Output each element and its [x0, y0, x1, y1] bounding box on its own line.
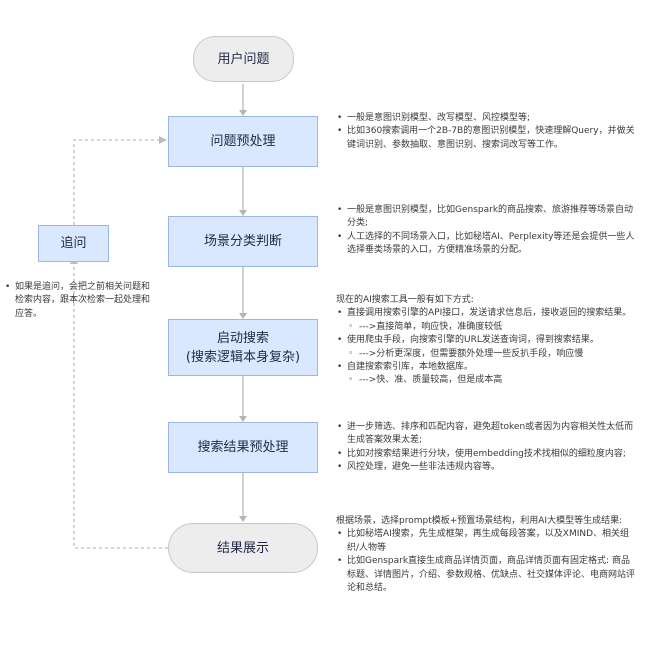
- note-item: 进一步筛选、排序和匹配内容，避免超token或者因为内容相关性太低而生成答案效果…: [336, 421, 636, 448]
- node-scene-classification-label: 场景分类判断: [203, 234, 282, 249]
- note-item: 如果是追问，会把之前相关问题和检索内容，跟本次检索一起处理和应答。: [4, 281, 158, 321]
- node-followup: 追问: [38, 225, 109, 262]
- node-followup-label: 追问: [60, 236, 87, 251]
- note-item: 一般是意图识别模型、改写模型、风控模型等;: [336, 112, 636, 126]
- note-item: 自建搜索索引库，本地数据库。: [336, 361, 636, 375]
- note-item: 直接调用搜索引擎的API接口，发送请求信息后，接收返回的搜索结果。: [336, 307, 636, 321]
- note-item: 人工选择的不同场景入口，比如秘塔AI、Perplexity等还是会提供一些人选择…: [336, 231, 636, 258]
- notes-search-intro: 现在的AI搜索工具一般有如下方式:: [336, 295, 474, 305]
- note-item: 使用爬虫手段，向搜索引擎的URL发送查询词，得到搜索结果。: [336, 334, 636, 348]
- dashed-loop-followup-to-preprocess: [73, 139, 160, 225]
- node-question-preprocess-label: 问题预处理: [210, 134, 276, 149]
- notes-preprocess: 一般是意图识别模型、改写模型、风控模型等; 比如360搜索调用一个2B-7B的意…: [336, 112, 636, 152]
- node-start-search-label: 启动搜索: [216, 330, 269, 346]
- node-result-display-label: 结果展示: [216, 540, 269, 556]
- dashed-loop-result-to-followup: [73, 262, 168, 549]
- node-user-question-label: 用户问题: [217, 51, 270, 67]
- notes-result-intro: 根据场景，选择prompt模板+预置场景结构，利用AI大模型等生成结果:: [336, 516, 623, 526]
- notes-result: 根据场景，选择prompt模板+预置场景结构，利用AI大模型等生成结果: 比如秘…: [336, 515, 636, 595]
- node-start-search: 启动搜索 (搜索逻辑本身复杂): [168, 319, 318, 376]
- node-start-search-sublabel: (搜索逻辑本身复杂): [185, 349, 301, 365]
- notes-followup: 如果是追问，会把之前相关问题和检索内容，跟本次检索一起处理和应答。: [4, 281, 158, 321]
- note-subitem: --->直接简单，响应快，准确度较低: [336, 321, 636, 335]
- note-item: 比如Genspark直接生成商品详情页面，商品详情页面有固定格式: 商品标题、详…: [336, 555, 636, 595]
- notes-scene: 一般是意图识别模型，比如Genspark的商品搜索、旅游推荐等场景自动分类; 人…: [336, 204, 636, 258]
- node-result-preprocess: 搜索结果预处理: [168, 422, 318, 473]
- note-item: 比如360搜索调用一个2B-7B的意图识别模型，快速理解Query，并做关键词识…: [336, 125, 636, 152]
- note-item: 比如秘塔AI搜索，先生成框架，再生成每段答案，以及XMIND、相关组织/人物等: [336, 528, 636, 555]
- node-scene-classification: 场景分类判断: [168, 216, 318, 267]
- note-subitem: --->分析更深度，但需要额外处理一些反扒手段，响应慢: [336, 348, 636, 362]
- node-user-question: 用户问题: [193, 36, 294, 82]
- notes-search: 现在的AI搜索工具一般有如下方式: 直接调用搜索引擎的API接口，发送请求信息后…: [336, 294, 636, 388]
- note-subitem: --->快、准、质量较高，但是成本高: [336, 374, 636, 388]
- note-item: 一般是意图识别模型，比如Genspark的商品搜索、旅游推荐等场景自动分类;: [336, 204, 636, 231]
- note-item: 比如对搜索结果进行分块，使用embedding技术找相似的细粒度内容;: [336, 448, 636, 462]
- node-result-preprocess-label: 搜索结果预处理: [197, 440, 289, 455]
- node-result-display: 结果展示: [168, 523, 318, 573]
- notes-post: 进一步筛选、排序和匹配内容，避免超token或者因为内容相关性太低而生成答案效果…: [336, 421, 636, 475]
- note-item: 风控处理，避免一些非法违规内容等。: [336, 461, 636, 475]
- node-question-preprocess: 问题预处理: [168, 116, 318, 167]
